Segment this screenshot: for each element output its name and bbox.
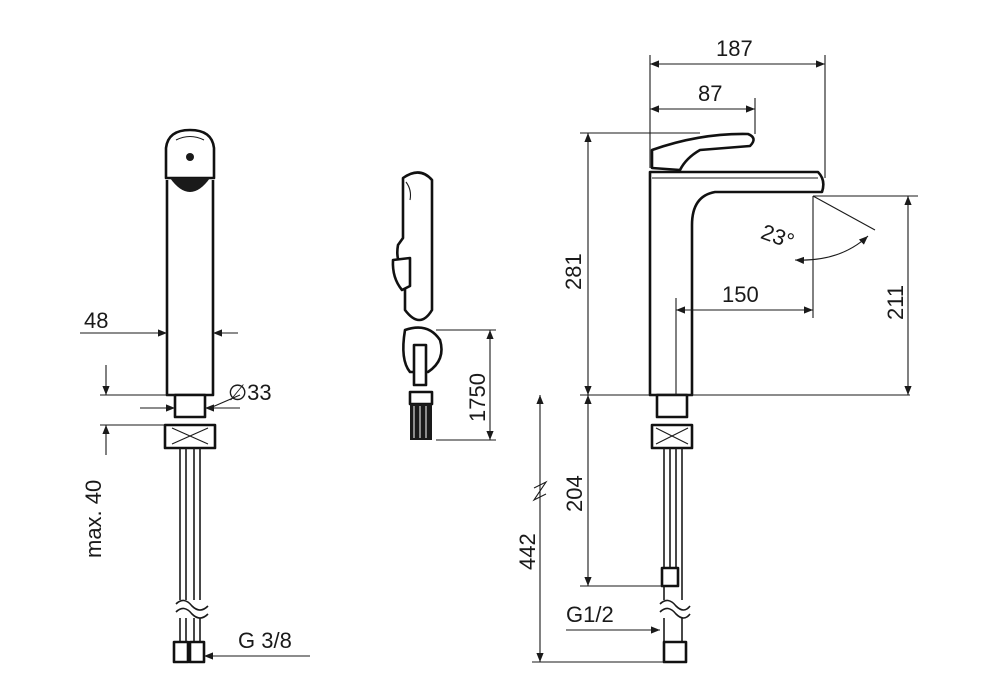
dim-spout-angle: 23° xyxy=(758,219,798,254)
dim-height-total: 281 xyxy=(561,253,586,290)
handle-side xyxy=(650,132,755,172)
shower-view: 1750 xyxy=(391,171,496,441)
dim-supply-length: 442 xyxy=(515,533,540,570)
front-view: 48 ∅33 max. 40 G 3/8 xyxy=(80,128,310,664)
supply-hoses-front xyxy=(172,448,209,664)
shower-head xyxy=(396,171,434,322)
aerator-front xyxy=(170,178,210,192)
dim-body-width: 48 xyxy=(84,308,108,333)
faucet-body-side xyxy=(648,170,825,397)
hose-nut xyxy=(410,404,432,440)
connector-right-label: G1/2 xyxy=(566,602,614,627)
indicator-dot xyxy=(186,153,194,161)
side-view: 187 87 281 150 211 23° 442 204 xyxy=(515,36,918,664)
dim-spout-reach: 150 xyxy=(722,282,759,307)
supply-hoses-side xyxy=(659,448,691,664)
dim-under-length: 204 xyxy=(562,475,587,512)
dim-width-handle: 87 xyxy=(698,81,722,106)
dim-width-overall: 187 xyxy=(716,36,753,61)
dim-max-thickness: max. 40 xyxy=(81,480,106,558)
faucet-body-front xyxy=(165,180,215,397)
dim-spout-height: 211 xyxy=(883,285,908,320)
connector-left-label: G 3/8 xyxy=(238,628,292,653)
dim-shower-hose: 1750 xyxy=(465,373,490,422)
dim-diameter: ∅33 xyxy=(228,380,272,405)
